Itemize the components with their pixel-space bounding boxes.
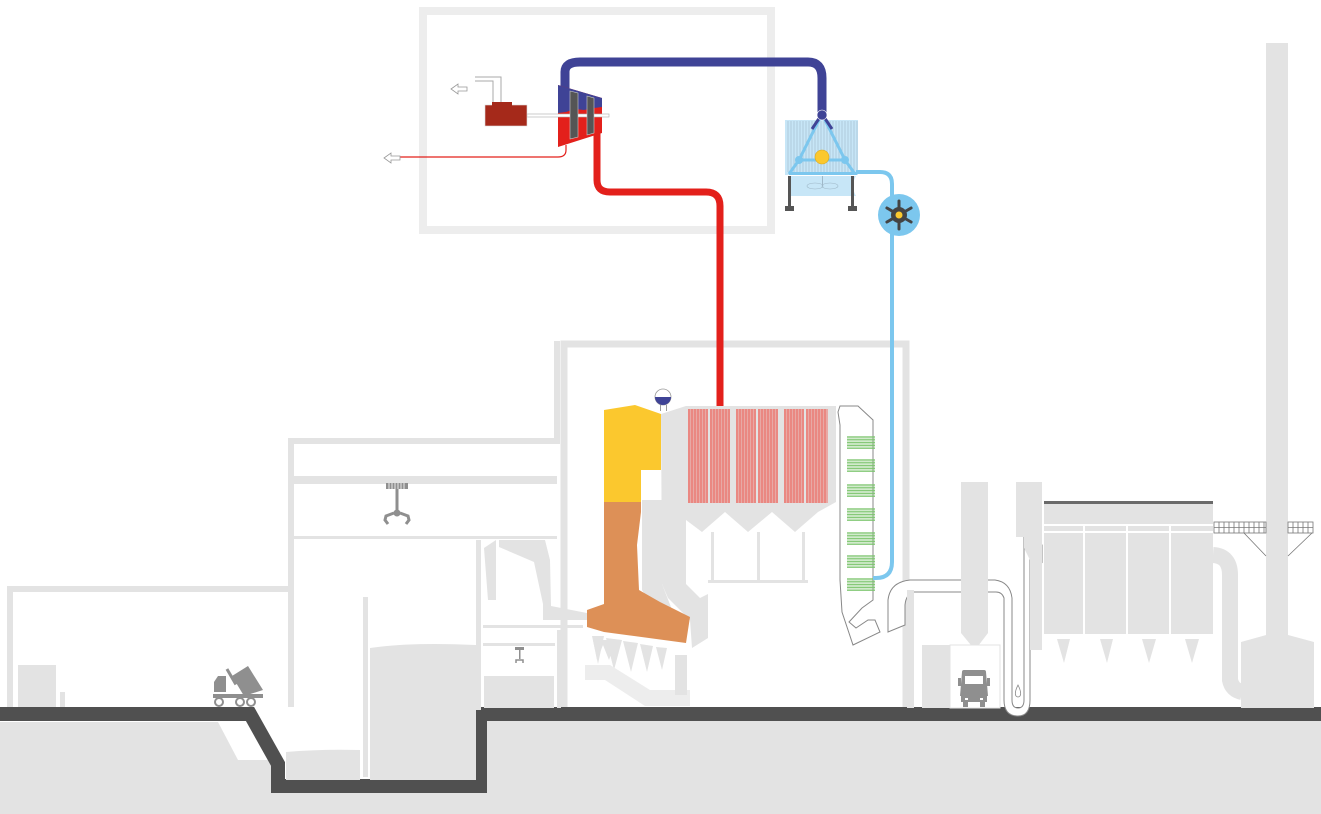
- waste-bunker: [286, 540, 481, 780]
- crane-rail: [294, 476, 557, 484]
- economizer-pack: [847, 436, 875, 449]
- feedwater-pump-icon: [878, 194, 920, 236]
- slag-conveyor: [585, 665, 690, 706]
- boiler-house: [560, 340, 910, 707]
- stack-platform: [1213, 521, 1314, 557]
- bunker-hall-frame: [288, 341, 560, 707]
- feed-hopper: [484, 540, 592, 620]
- bunker-wall: [363, 597, 368, 777]
- superheater-bundle: [688, 409, 708, 503]
- ash-silos: [961, 482, 1042, 650]
- superheater-tubes: [688, 409, 828, 503]
- turbine-hall: [419, 7, 775, 234]
- superheater-bundle: [758, 409, 778, 503]
- lower-bunker-fill: [484, 676, 554, 708]
- economizer-tubes: [847, 436, 875, 591]
- receiving-hall-box: [18, 665, 56, 707]
- small-crane-grab-icon: [515, 647, 524, 663]
- bunker-ceiling: [294, 536, 557, 539]
- bunker-hall: [288, 341, 560, 707]
- ash-hoppers-under-grate: [592, 636, 667, 672]
- bunker-crane-grab-icon: [383, 483, 411, 525]
- economizer-pack: [847, 578, 875, 591]
- superheater-bundle: [710, 409, 730, 503]
- waste-delivery-truck-icon: [213, 666, 263, 707]
- ash-truck-column: [907, 590, 914, 708]
- turbine-icon: [526, 85, 610, 147]
- stack-base: [1241, 642, 1314, 708]
- stack-base-roof: [1241, 632, 1314, 642]
- stack: [1241, 43, 1314, 708]
- superheater-bundle: [784, 409, 804, 503]
- flue-duct-drain: [1014, 684, 1022, 698]
- power-export-arrow-icon: [450, 83, 468, 95]
- stack-chimney: [1266, 43, 1288, 643]
- ground-line: [0, 707, 1321, 793]
- ash-truck-bay-left: [922, 645, 950, 708]
- economizer-pack: [847, 555, 875, 568]
- receiving-hall: [7, 586, 288, 707]
- superheater-bundle: [736, 409, 756, 503]
- boiler-house-frame: [560, 340, 910, 707]
- fabric-filter: [1044, 501, 1213, 663]
- bunker-right-wall: [476, 540, 481, 710]
- fabric-filter-roof: [1044, 501, 1213, 504]
- filter-to-stack-duct: [1211, 547, 1245, 700]
- hopper-legs: [708, 532, 808, 583]
- fabric-filter-body: [1044, 502, 1213, 636]
- furnace-lower-grate: [587, 502, 690, 643]
- ground-fill: [0, 720, 1321, 814]
- superheater-bundle: [806, 409, 828, 503]
- extraction-steam-line: [400, 145, 567, 158]
- waste-pile-bunker: [370, 644, 476, 780]
- feedwater-line: [856, 170, 894, 580]
- lower-platform: [483, 625, 583, 628]
- generator-icon: [475, 76, 528, 127]
- receiving-hall-frame: [7, 586, 288, 707]
- lower-column: [557, 630, 561, 708]
- heat-export-arrow-icon: [383, 152, 401, 164]
- grate-support: [675, 655, 687, 695]
- economizer-pack: [847, 459, 875, 472]
- furnace-upper: [604, 405, 661, 502]
- economizer-pack: [847, 484, 875, 497]
- condenser-icon: [785, 109, 858, 211]
- receiving-hall-post: [60, 692, 65, 707]
- ash-truck-icon: [958, 670, 990, 707]
- economizer-pack: [847, 508, 875, 521]
- waste-pile-left: [286, 749, 360, 780]
- live-steam-pipe: [593, 125, 724, 406]
- exhaust-steam-pipe: [560, 57, 827, 113]
- ground: [0, 707, 1321, 814]
- economizer-pack: [847, 532, 875, 545]
- steam-drum-icon: [654, 388, 672, 411]
- lower-platform-2: [483, 643, 555, 646]
